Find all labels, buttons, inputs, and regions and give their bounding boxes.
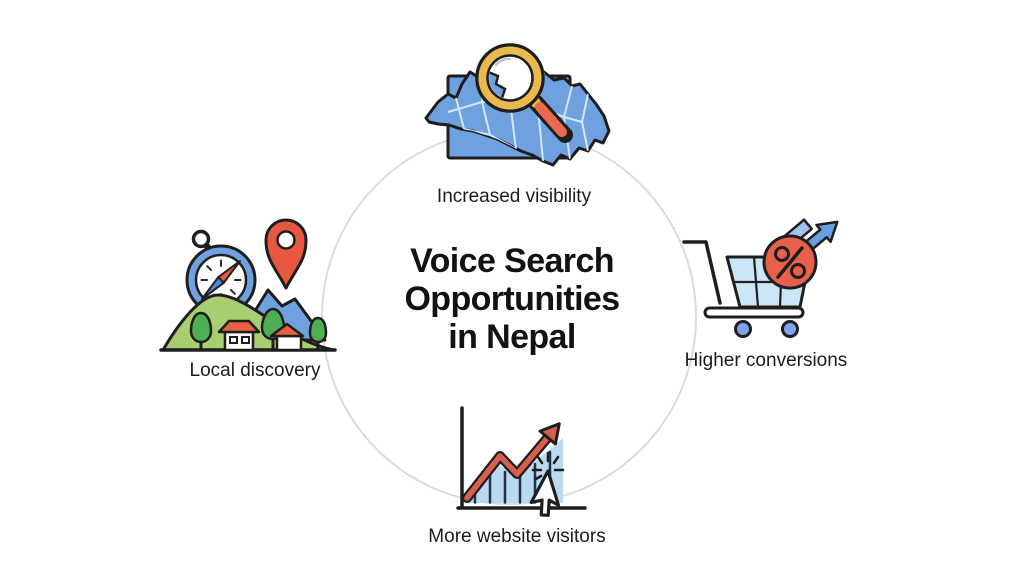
analytics-chart-cursor-icon bbox=[456, 406, 587, 517]
shopping-cart-growth-icon bbox=[682, 218, 839, 338]
nepal-map-magnifier-icon bbox=[424, 43, 611, 167]
compass-icon bbox=[185, 229, 257, 316]
title-line-1: Voice Search bbox=[410, 242, 614, 280]
node-label-higher-conversions: Higher conversions bbox=[684, 350, 848, 371]
magnifying-glass-icon bbox=[475, 43, 573, 143]
trend-arrow-icon bbox=[462, 422, 561, 503]
cursor-icon bbox=[529, 469, 560, 517]
node-label-more-website-visitors: More website visitors bbox=[428, 526, 606, 547]
needle-south bbox=[201, 276, 225, 300]
house-small bbox=[269, 322, 305, 352]
click-burst bbox=[531, 451, 565, 481]
node-increased-visibility bbox=[412, 32, 612, 182]
shopping-cart-icon bbox=[682, 240, 812, 338]
cart-wheel bbox=[781, 320, 799, 338]
title-line-2: Opportunities bbox=[404, 280, 620, 318]
node-higher-conversions bbox=[680, 200, 855, 350]
title-line-3: in Nepal bbox=[448, 318, 576, 356]
node-local-discovery bbox=[155, 205, 340, 360]
node-label-increased-visibility: Increased visibility bbox=[436, 186, 592, 207]
node-more-website-visitors bbox=[445, 398, 595, 523]
house bbox=[217, 319, 261, 352]
location-pin-icon bbox=[264, 218, 308, 290]
page-title: Voice Search Opportunities in Nepal bbox=[0, 242, 1024, 356]
chart-axes bbox=[456, 406, 587, 510]
percent-badge bbox=[762, 234, 818, 290]
cart-wheel bbox=[734, 320, 752, 338]
landscape bbox=[159, 288, 337, 352]
tree bbox=[189, 311, 213, 350]
node-label-local-discovery: Local discovery bbox=[189, 360, 321, 381]
tree bbox=[308, 316, 328, 350]
compass-landscape-pin-icon bbox=[159, 218, 337, 352]
